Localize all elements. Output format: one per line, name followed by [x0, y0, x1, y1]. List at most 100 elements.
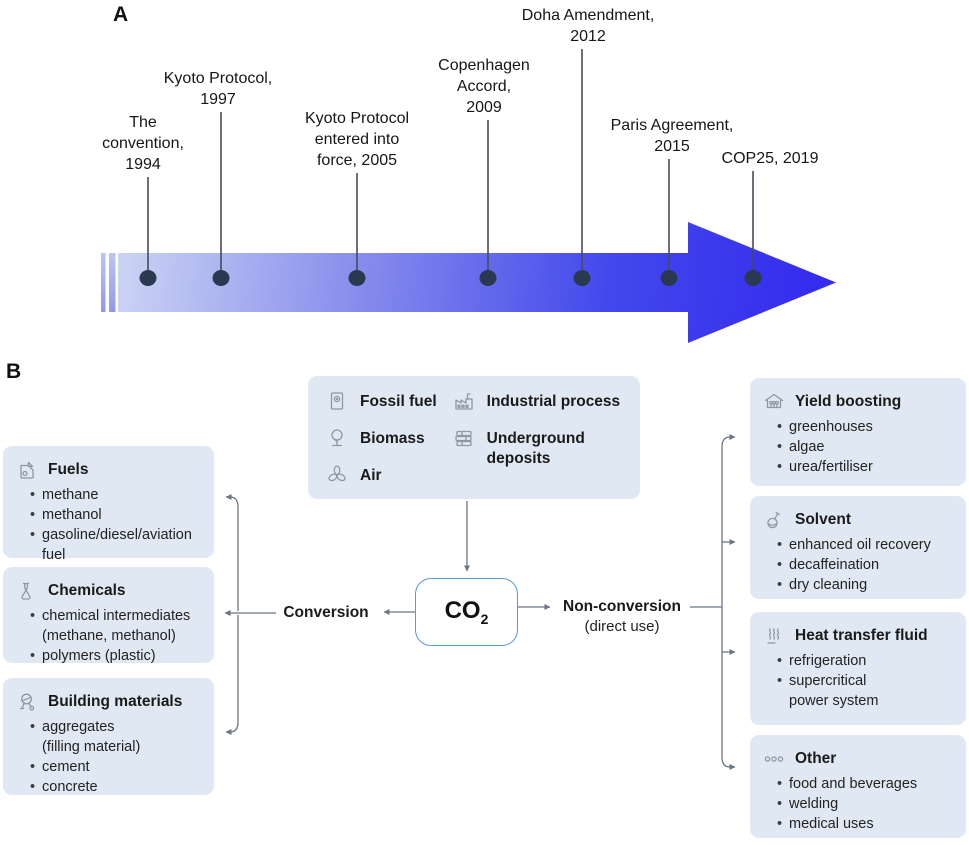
category-item: polymers (plastic)	[30, 646, 202, 666]
category-items: refrigeration supercritical power system	[777, 651, 954, 711]
category-title: Fuels	[48, 461, 89, 478]
timeline-dot	[660, 270, 678, 286]
panel-b-label: B	[6, 360, 22, 383]
source-label: Underground deposits	[486, 430, 585, 467]
source-item-industrial-process: Industrial process	[453, 390, 621, 414]
category-items: chemical intermediates (methane, methano…	[30, 606, 202, 666]
category-item: concrete	[30, 777, 202, 797]
timeline-dot	[573, 270, 591, 286]
nonconversion-subtitle: (direct use)	[584, 618, 660, 635]
source-label: Air	[360, 467, 382, 484]
category-item: gasoline/diesel/aviation fuel	[30, 525, 202, 565]
timeline-dot	[139, 270, 157, 286]
category-box-building-materials: Building materials aggregates (filling m…	[3, 678, 214, 797]
source-label: Biomass	[360, 430, 425, 447]
category-item: methane	[30, 485, 202, 505]
category-title: Heat transfer fluid	[795, 627, 928, 644]
category-head: Fuels	[15, 458, 202, 482]
timeline-event-label: Doha Amendment, 2012	[521, 7, 655, 45]
category-box-heat-transfer-fluid: Heat transfer fluid refrigeration superc…	[750, 612, 966, 725]
category-item: supercritical power system	[777, 671, 954, 711]
category-title: Yield boosting	[795, 393, 902, 410]
timeline-stripe	[109, 253, 116, 312]
category-box-solvent: Solvent enhanced oil recovery decaffeina…	[750, 496, 966, 599]
co2-node: CO2	[415, 578, 518, 646]
sources-column-right: Industrial process Underground deposits	[453, 390, 621, 487]
source-item-underground-deposits: Underground deposits	[453, 427, 621, 469]
source-item-biomass: Biomass	[326, 427, 437, 451]
timeline-arrow-head	[688, 222, 836, 343]
timeline-event-label: Paris Agreement, 2015	[610, 117, 734, 155]
conversion-to-building-arrow	[225, 615, 239, 735]
category-title: Chemicals	[48, 582, 126, 599]
category-item: greenhouses	[777, 417, 954, 437]
category-item: chemical intermediates (methane, methano…	[30, 606, 202, 646]
category-box-other: Other food and beverages welding medical…	[750, 735, 966, 838]
factory-icon	[453, 390, 477, 414]
oil-drum-icon	[326, 390, 350, 414]
greenhouse-icon	[762, 390, 786, 414]
category-items: food and beverages welding medical uses	[777, 774, 954, 834]
timeline-arrow	[101, 222, 836, 343]
nonconversion-title: Non-conversion	[563, 598, 681, 615]
category-head: Chemicals	[15, 579, 202, 603]
timeline-dots	[139, 270, 762, 286]
steam-icon	[762, 624, 786, 648]
timeline-event-label: Copenhagen Accord, 2009	[438, 57, 530, 116]
category-item: dry cleaning	[777, 575, 954, 595]
category-box-fuels: Fuels methane methanol gasoline/diesel/a…	[3, 446, 214, 563]
category-item: welding	[777, 794, 954, 814]
timeline-dot	[479, 270, 497, 286]
flask-icon	[15, 579, 39, 603]
category-head: Building materials	[15, 690, 202, 714]
timeline-event-label: Kyoto Protocol entered into force, 2005	[304, 110, 410, 169]
cement-mixer-icon	[15, 690, 39, 714]
category-item: medical uses	[777, 814, 954, 834]
conversion-to-fuels-arrow	[225, 494, 239, 611]
source-item-fossil-fuel: Fossil fuel	[326, 390, 437, 414]
co2-subscript: 2	[480, 610, 489, 627]
category-items: methane methanol gasoline/diesel/aviatio…	[30, 485, 202, 565]
layers-icon	[453, 427, 477, 451]
category-items: aggregates (filling material) cement con…	[30, 717, 202, 797]
timeline-event-label: The convention, 1994	[102, 114, 184, 173]
category-head: Heat transfer fluid	[762, 624, 954, 648]
category-title: Other	[795, 750, 837, 767]
category-item: methanol	[30, 505, 202, 525]
co2-main-text: CO	[444, 597, 481, 625]
category-item: algae	[777, 437, 954, 457]
co2-label: CO2	[445, 597, 489, 627]
category-head: Other	[762, 747, 954, 771]
fuel-can-icon	[15, 458, 39, 482]
category-box-yield-boosting: Yield boosting greenhouses algae urea/fe…	[750, 378, 966, 486]
panel-a-label: A	[113, 3, 129, 26]
timeline-dot	[212, 270, 230, 286]
conversion-label: Conversion	[283, 604, 369, 621]
category-item: decaffeination	[777, 555, 954, 575]
co2-sources-box: Fossil fuel Biomass Air Industrial pr	[308, 376, 640, 499]
category-item: aggregates (filling material)	[30, 717, 202, 757]
round-flask-icon	[762, 508, 786, 532]
timeline-stripe	[101, 253, 106, 312]
source-label: Industrial process	[486, 393, 621, 410]
category-item: food and beverages	[777, 774, 954, 794]
source-label: Fossil fuel	[360, 393, 437, 410]
category-items: enhanced oil recovery decaffeination dry…	[777, 535, 954, 595]
category-title: Building materials	[48, 693, 183, 710]
nonconversion-to-other-arrow	[721, 607, 736, 770]
timeline-event-label: Kyoto Protocol, 1997	[163, 70, 273, 108]
category-title: Solvent	[795, 511, 851, 528]
source-item-air: Air	[326, 464, 437, 488]
timeline-arrow-body	[118, 253, 688, 312]
category-items: greenhouses algae urea/fertiliser	[777, 417, 954, 477]
fan-icon	[326, 464, 350, 488]
tree-icon	[326, 427, 350, 451]
category-item: refrigeration	[777, 651, 954, 671]
category-head: Solvent	[762, 508, 954, 532]
nonconversion-label: Non-conversion (direct use)	[552, 598, 692, 635]
timeline-dot	[744, 270, 762, 286]
category-box-chemicals: Chemicals chemical intermediates (methan…	[3, 567, 214, 666]
circles-icon	[762, 747, 786, 771]
nonconversion-to-yield-arrow	[721, 434, 736, 607]
